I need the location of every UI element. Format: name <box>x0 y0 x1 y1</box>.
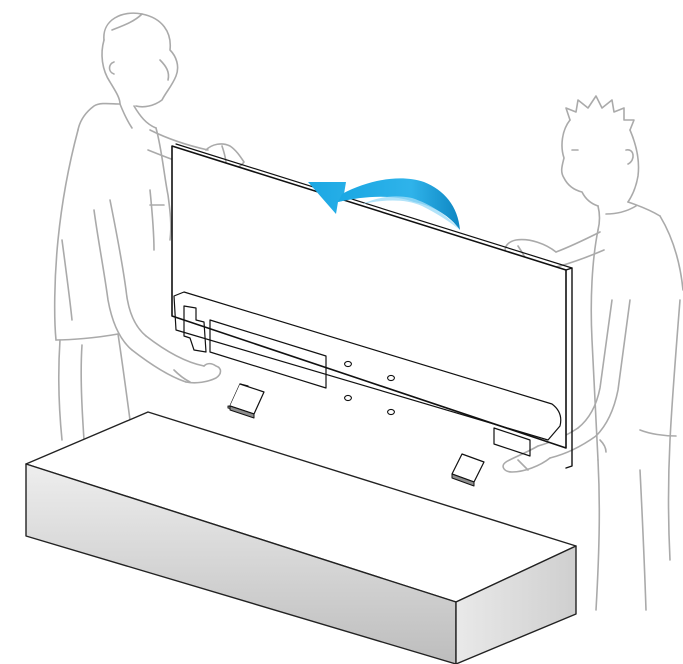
person-right-arm-upper <box>556 232 600 252</box>
vesa-hole-3 <box>345 395 352 400</box>
person-right-head <box>566 96 634 130</box>
tv-foot-left <box>228 384 264 418</box>
person-left-head <box>104 13 178 107</box>
person-right-body <box>591 230 598 460</box>
vesa-hole-4 <box>388 409 395 414</box>
person-left-body <box>55 130 78 340</box>
tv-stand <box>26 412 576 664</box>
tv-foot-right <box>452 454 484 486</box>
